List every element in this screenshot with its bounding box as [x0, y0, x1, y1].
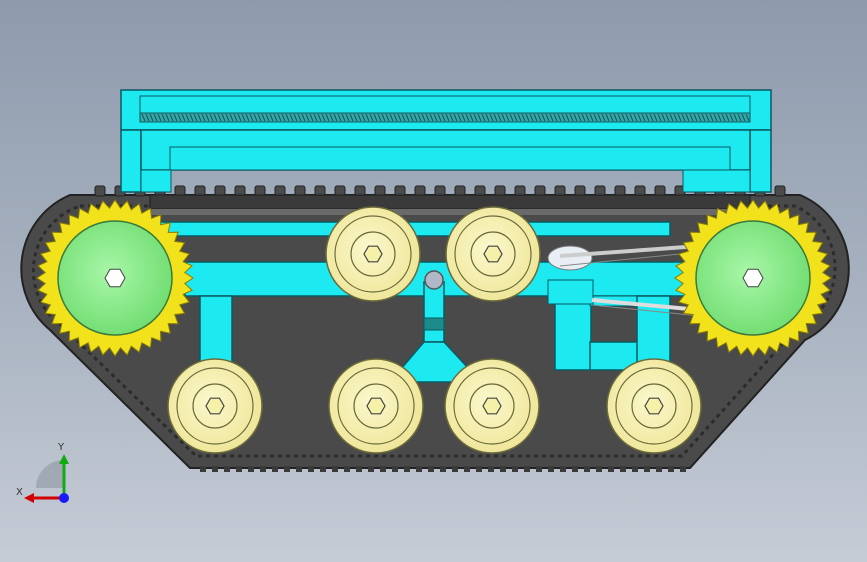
road-wheel[interactable]: [328, 358, 424, 454]
sprockets[interactable]: [36, 199, 832, 357]
road-wheels[interactable]: [167, 206, 702, 454]
hexagon-icon: [366, 397, 386, 415]
track-inner-band: [150, 209, 750, 215]
front-sprocket[interactable]: [674, 199, 832, 357]
rocker-arm[interactable]: [423, 281, 445, 343]
hexagon-icon: [483, 245, 503, 263]
hexagon-icon: [104, 268, 126, 288]
road-wheel[interactable]: [444, 358, 540, 454]
road-wheel[interactable]: [445, 206, 541, 302]
hexagon-icon: [482, 397, 502, 415]
lead-screw: [139, 112, 751, 123]
y-axis-label: Y: [58, 442, 65, 453]
z-axis-dot-icon: [59, 493, 69, 503]
axis-triad: [24, 454, 69, 503]
upper-frame[interactable]: [120, 89, 772, 193]
rear-sprocket[interactable]: [36, 199, 194, 357]
track-top-run: [149, 194, 751, 210]
hexagon-icon: [742, 268, 764, 288]
hexagon-icon: [644, 397, 664, 415]
x-axis-arrow-icon: [24, 493, 34, 503]
y-axis-arrow-icon: [59, 454, 69, 464]
x-axis-label: X: [16, 487, 23, 498]
screw-threads: [141, 113, 750, 122]
pivot-pin: [424, 270, 444, 290]
tensioner[interactable]: [547, 244, 701, 317]
road-wheel[interactable]: [606, 358, 702, 454]
hexagon-icon: [363, 245, 383, 263]
road-wheel[interactable]: [325, 206, 421, 302]
road-wheel[interactable]: [167, 358, 263, 454]
hexagon-icon: [205, 397, 225, 415]
triad-plane: [36, 460, 64, 488]
